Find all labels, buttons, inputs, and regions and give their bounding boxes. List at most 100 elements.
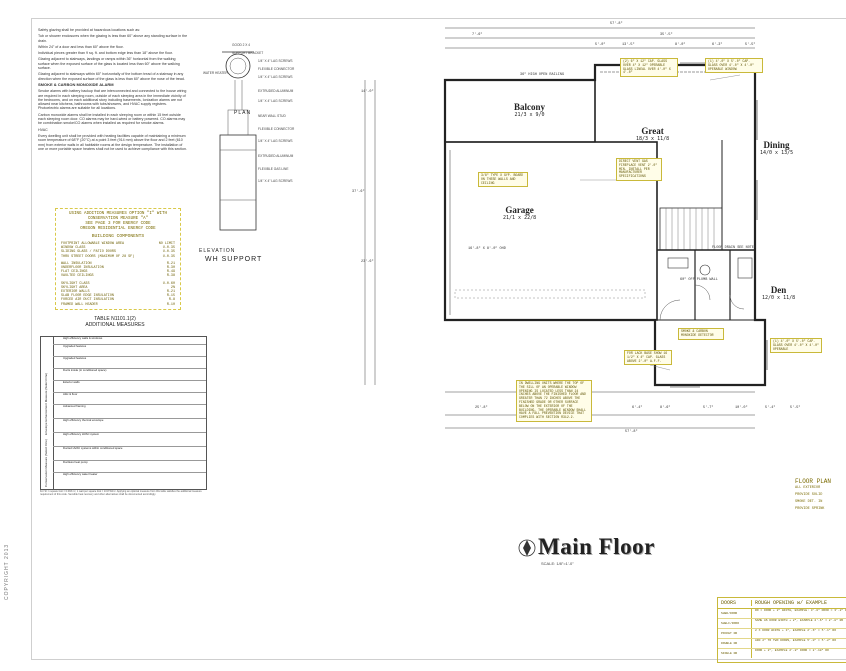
table-row: Upgraded features bbox=[53, 356, 206, 369]
energy-heading-2: SEE PAGE 3 FOR ENERGY CODE bbox=[85, 222, 151, 226]
dimension-text: 8'-6" bbox=[660, 406, 671, 410]
table-row: Ductless heat pump bbox=[53, 460, 206, 473]
measures-table: Envelope Enhancement Measure (Select One… bbox=[40, 336, 207, 490]
dimension-text: 7'-6" bbox=[472, 33, 483, 37]
wh-support-title: WH SUPPORT bbox=[205, 256, 263, 263]
energy-code-box: USING ADDITION MEASURES OPTION "I" WITH … bbox=[55, 208, 181, 310]
water-heater-inner-circle bbox=[229, 57, 247, 75]
smoke-heading: SMOKE & CARBON MONOXIDE ALARM bbox=[38, 81, 114, 87]
dimension-text: 57'-8" bbox=[625, 430, 638, 434]
plan-note: FLOOR DRAIN SEE NOTES bbox=[712, 246, 757, 250]
sheet-border bbox=[31, 18, 846, 660]
section-2-label: Conservation Measure (Select One) bbox=[44, 439, 48, 487]
dimension-text: 8'-0" bbox=[675, 43, 686, 47]
plan-note: SMOKE & CARBON MONOXIDE DETECTOR bbox=[678, 328, 724, 340]
energy-heading: USING ADDITION MEASURES OPTION "I" WITH … bbox=[68, 212, 167, 221]
door-table-header: DOORS ROUGH OPENING w/ EXAMPLE bbox=[718, 598, 846, 609]
room-label-balcony: Balcony 21/3 x 9/0 bbox=[514, 102, 546, 118]
toilet-fixture bbox=[699, 264, 711, 276]
dimension-text: 6'-4" bbox=[632, 406, 643, 410]
dimension-text: 5'-5" bbox=[790, 406, 801, 410]
copyright-text: COPYRIGHT 2013 bbox=[4, 543, 10, 600]
dimension-text: 25'-8" bbox=[475, 406, 488, 410]
glazing-item: Within 24" of a door and less than 60" a… bbox=[38, 44, 124, 49]
door-swing bbox=[694, 284, 711, 301]
measures-footnotes: For SI: 1 square foot = 0.093 m², 1 watt… bbox=[40, 490, 202, 497]
stair-outline bbox=[659, 207, 723, 251]
callout-label: FLEXIBLE CONNECTOR bbox=[258, 67, 295, 71]
callout-label: GOOD 2 X 4 bbox=[232, 43, 251, 47]
flue-pipe bbox=[227, 109, 249, 136]
room-label-garage: Garage 21/1 x 22/8 bbox=[503, 205, 537, 221]
glazing-intro: Safety glazing shall be provided at haza… bbox=[38, 28, 141, 32]
tub-fixture bbox=[737, 257, 753, 279]
callout-label: EXTRUDED ALUMINUM bbox=[258, 154, 294, 158]
section-1-label: Envelope Enhancement Measure (Select One… bbox=[44, 372, 48, 435]
room-label-great: Great 18/3 x 11/8 bbox=[636, 126, 670, 142]
sheet-title: Main Floor bbox=[538, 534, 655, 559]
table-row: Ducted HVAC systems within conditioned s… bbox=[53, 446, 206, 461]
hvac-text: Every dwelling unit shall be provided wi… bbox=[38, 133, 188, 151]
door-swing bbox=[729, 294, 745, 310]
callout-label: 1/4" X 4" LAG SCREWS bbox=[258, 179, 293, 183]
callout-label: 1/4" X 4" LAG SCREWS bbox=[258, 139, 293, 143]
hvac-heading: HVAC bbox=[38, 127, 48, 132]
room-label-dining: Dining 14/0 x 13/5 bbox=[760, 140, 794, 156]
plan-note: 60" OFF PLUMB WALL bbox=[680, 278, 718, 282]
plan-note: (2) 6" X 12" CAP. GLASS OVER 4" X 12" OP… bbox=[620, 58, 678, 78]
table-row: High efficiency walls & windows bbox=[53, 336, 206, 345]
table-row: High efficiency HVAC system bbox=[53, 432, 206, 447]
table-row: Advanced framing bbox=[53, 404, 206, 419]
measures-label-column bbox=[41, 337, 54, 489]
table-row: Upgraded features bbox=[53, 344, 206, 357]
callout-label: SUPPORT BRACKET bbox=[232, 51, 264, 55]
dimension-text: 37'-6" bbox=[352, 190, 365, 194]
dimension-text: 23'-6" bbox=[361, 260, 374, 264]
dimension-text: 5'-0" bbox=[595, 43, 606, 47]
callout-label: FLEXIBLE GAS LINE bbox=[258, 167, 289, 171]
legend-item: PROVIDE SOLID bbox=[795, 493, 823, 497]
plan-note: IN DWELLING UNITS WHERE THE TOP OF THE S… bbox=[516, 380, 592, 422]
plan-note: (1) 4'-0" X 5'-0" CAP. GLASS OVER 4'-0" … bbox=[770, 338, 822, 354]
plan-label: PLAN bbox=[234, 110, 252, 116]
dimension-text: 5'-5" bbox=[745, 43, 756, 47]
dimension-text: 35'-5" bbox=[660, 33, 673, 37]
door-table: DOORS ROUGH OPENING w/ EXAMPLE SHED/DOOR… bbox=[717, 597, 846, 663]
water-heater-plan-circle bbox=[225, 53, 251, 79]
dimension-text: 57'-8" bbox=[610, 22, 623, 26]
table-row: High efficiency thermal envelope bbox=[53, 418, 206, 433]
plan-note: (1) 4'-0" X 5'-0" CAP. GLASS OVER 4'-0" … bbox=[705, 58, 763, 74]
callout-label: WATER HEATER bbox=[203, 71, 228, 75]
table-row: Ducts inside (in conditioned space) bbox=[53, 368, 206, 381]
smoke-text: Smoke alarms with battery backup that ar… bbox=[38, 89, 187, 111]
plan-note: 36" HIGH OPEN RAILING bbox=[520, 73, 565, 77]
legend-title: FLOOR PLAN bbox=[795, 478, 832, 485]
callout-label: 1/4" X 4" LAG SCREWS bbox=[258, 59, 293, 63]
callout-label: 1/4" X 4" LAG SCREWS bbox=[258, 75, 293, 79]
garage-door-line bbox=[454, 289, 646, 299]
north-arrow-icon bbox=[518, 539, 536, 557]
garage-outline bbox=[444, 141, 658, 321]
sink-fixture bbox=[667, 257, 689, 269]
dimension-text: 10'-0" bbox=[735, 406, 748, 410]
table-row: Exterior walls bbox=[53, 380, 206, 393]
dimension-text: 6'-3" bbox=[712, 43, 723, 47]
plan-note: 16'-8" X 8'-0" OHD bbox=[468, 247, 506, 251]
glazing-item: Individual pieces greater than 9 sq. ft.… bbox=[38, 51, 173, 56]
components-title: BUILDING COMPONENTS bbox=[91, 234, 145, 239]
